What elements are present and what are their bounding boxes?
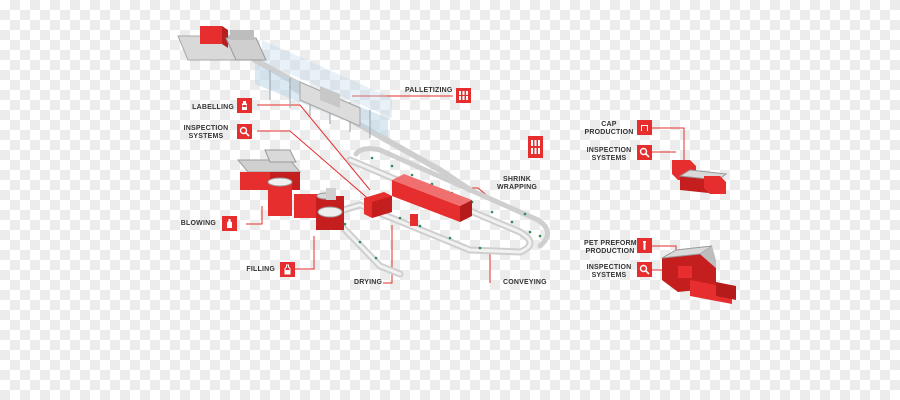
palletizing-label: PALLETIZING: [405, 87, 453, 94]
depalletizer-machine: [177, 26, 267, 61]
filling-label: FILLING: [246, 266, 275, 273]
pet-preform-production-label: PET PREFORM PRODUCTION: [584, 240, 637, 255]
cap-production-icon: [637, 120, 652, 135]
palletizing-icon: [456, 88, 471, 103]
drying-unit: [364, 192, 418, 226]
blowing-icon: [222, 216, 237, 231]
shrink-wrapping-label: SHRINK WRAPPING: [496, 176, 538, 191]
inspection-systems-label-2: INSPECTION SYSTEMS: [586, 147, 632, 162]
palletizing-enclosure: [255, 40, 392, 138]
pet-preform-icon: [637, 238, 652, 253]
conveyor-markers: [343, 156, 542, 260]
leader-lines: [246, 95, 685, 284]
inspection-icon: [637, 262, 652, 277]
labelling-icon: [237, 98, 252, 113]
inspection-icon: [637, 145, 652, 160]
labelling-label: LABELLING: [192, 104, 234, 111]
filling-icon: [280, 262, 295, 277]
blowing-filling-block: [236, 149, 344, 230]
blowing-label: BLOWING: [180, 220, 216, 227]
inspection-systems-label-1: INSPECTION SYSTEMS: [183, 125, 229, 140]
conveyor-track: [252, 57, 550, 278]
inspection-systems-label-3: INSPECTION SYSTEMS: [586, 264, 632, 279]
inspection-icon: [237, 124, 252, 139]
shrink-wrapper: [392, 174, 472, 222]
conveying-label: CONVEYING: [503, 279, 547, 286]
cap-production-machine: [672, 160, 728, 194]
drying-label: DRYING: [354, 279, 383, 286]
shrink-wrapping-icon: [528, 136, 543, 158]
preform-machine: [661, 245, 736, 304]
cap-production-label: CAP PRODUCTION: [584, 121, 634, 136]
